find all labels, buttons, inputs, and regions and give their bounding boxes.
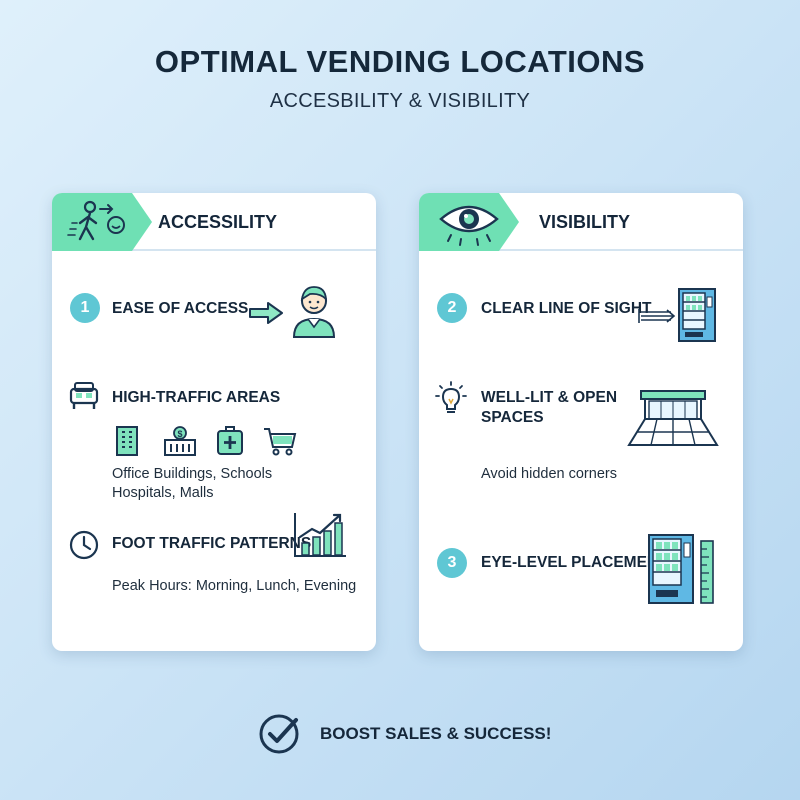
ruler-icon <box>700 540 714 604</box>
person-icon <box>292 286 336 338</box>
step-badge-2: 2 <box>437 293 467 323</box>
cart-icon <box>264 428 297 456</box>
high-traffic-areas-label: HIGH-TRAFFIC AREAS <box>112 389 281 406</box>
vending-machine-icon <box>648 534 694 604</box>
svg-text:$: $ <box>177 429 182 439</box>
hospital-icon <box>217 426 243 455</box>
high-traffic-areas-detail-2: Hospitals, Malls <box>112 485 214 501</box>
check-circle-icon <box>259 714 299 754</box>
vending-machine-icon <box>678 288 716 342</box>
well-lit-open-spaces-label-2: SPACES <box>481 409 544 426</box>
footer-callout: BOOST SALES & SUCCESS! <box>258 712 558 756</box>
lightbulb-icon <box>435 381 467 413</box>
clear-line-of-sight-label: CLEAR LINE OF SIGHT <box>481 300 652 317</box>
page-title: OPTIMAL VENDING LOCATIONS <box>154 44 646 79</box>
well-lit-open-spaces-detail: Avoid hidden corners <box>481 466 617 482</box>
line-of-sight-arrow-icon <box>638 309 676 323</box>
clock-icon <box>69 530 99 560</box>
visibility-card-title: VISIBILITY <box>539 212 631 232</box>
accessibility-card-header: ACCESSILITY <box>52 193 376 251</box>
open-space-icon <box>627 390 719 446</box>
arrow-right-icon <box>249 302 283 324</box>
well-lit-open-spaces-label-1: WELL-LIT & OPEN <box>481 389 618 406</box>
high-traffic-areas-detail-1: Office Buildings, Schools <box>112 466 273 482</box>
walking-person-icon <box>67 200 125 241</box>
visibility-card: VISIBILITY 2 CLEAR LINE OF SIGHT WELL-LI… <box>419 193 743 651</box>
header-tab-shape <box>52 193 152 251</box>
eye-level-placement-label: EYE-LEVEL PLACEMENT <box>481 554 668 571</box>
ease-of-access-label: EASE OF ACCESS <box>112 300 249 317</box>
office-building-icon <box>116 426 138 456</box>
footer-text: BOOST SALES & SUCCESS! <box>320 724 552 743</box>
accessibility-card-title: ACCESSILITY <box>158 212 278 232</box>
school-icon: $ <box>164 426 196 456</box>
page-subtitle: ACCESBILITY & VISIBILITY <box>269 90 531 112</box>
foot-traffic-patterns-label: FOOT TRAFFIC PATTERNS <box>112 535 312 552</box>
eye-icon <box>439 205 499 246</box>
step-badge-3: 3 <box>437 548 467 578</box>
visibility-card-header: VISIBILITY <box>419 193 743 251</box>
building-icon <box>69 382 99 409</box>
foot-traffic-patterns-detail: Peak Hours: Morning, Lunch, Evening <box>112 578 357 594</box>
step-badge-1: 1 <box>70 293 100 323</box>
growth-chart-icon <box>294 513 346 557</box>
accessibility-card: ACCESSILITY 1 EASE OF ACCESS HIGH-TRAFFI… <box>52 193 376 651</box>
